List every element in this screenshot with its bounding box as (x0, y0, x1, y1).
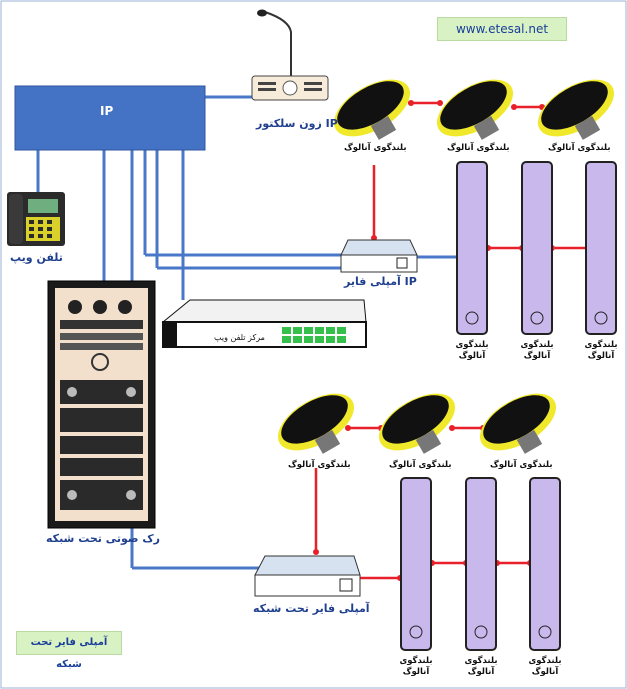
net-amp-label: آمپلی فایر تحت شبکه (253, 602, 370, 615)
zone-selector-device (251, 9, 329, 101)
footer-note: آمپلی فایر تحت شبکه (16, 631, 122, 670)
ip-amplifier-device (340, 239, 418, 273)
zone-selector-label: زون سلکتور IP (256, 117, 338, 130)
voip-switch (161, 299, 367, 348)
horn-label: بلندگوی آنالوگ (288, 460, 351, 470)
audio-rack (47, 280, 156, 529)
ip-router-label: IP (100, 104, 114, 118)
website-badge[interactable]: www.etesal.net (437, 17, 567, 41)
horn-speakers-top (334, 79, 614, 140)
voip-phone-device (7, 192, 65, 246)
horn-label: بلندگوی آنالوگ (344, 143, 407, 153)
switch-label: مرکز تلفن ویپ (214, 333, 265, 342)
horn-speakers-bottom (278, 393, 556, 454)
column-speakers-bottom (400, 477, 561, 651)
column-speakers-top (456, 161, 617, 335)
horn-label: بلندگوی آنالوگ (447, 143, 510, 153)
ip-amp-label: آمپلی فایر IP (344, 275, 417, 288)
horn-label: بلندگوی آنالوگ (548, 143, 611, 153)
horn-label: بلندگوی آنالوگ (490, 460, 553, 470)
rack-label: رک صوتی تحت شبکه (46, 532, 160, 545)
horn-label: بلندگوی آنالوگ (389, 460, 452, 470)
ip-router-box (14, 85, 206, 151)
network-amplifier-device (254, 555, 361, 597)
voip-phone-label: تلفن ویپ (10, 251, 63, 264)
